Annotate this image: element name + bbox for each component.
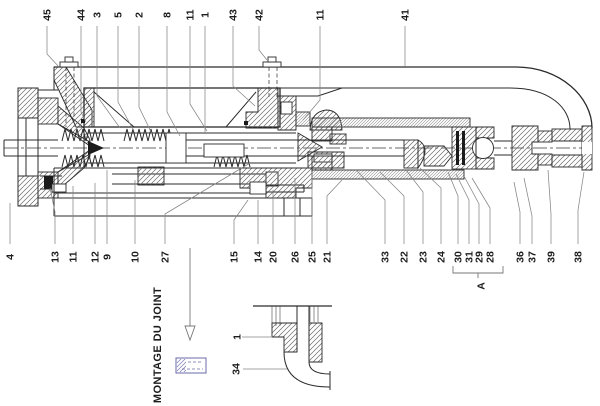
callout-label-33: 33: [380, 251, 392, 263]
callout-label-15: 15: [229, 251, 241, 263]
callout-label-11: 11: [68, 251, 80, 262]
elbow-detail: [253, 305, 332, 390]
callout-label-30: 30: [453, 251, 465, 263]
section-bracket: A: [452, 266, 504, 290]
callout-label-9: 9: [102, 254, 114, 260]
callout-leader: [189, 26, 208, 132]
callout-leader: [49, 187, 56, 244]
flange-bolt-head: [249, 181, 267, 195]
callout-label-24: 24: [436, 251, 448, 263]
callout-label-25: 25: [307, 251, 319, 263]
detail-body: [271, 322, 298, 353]
callout-label-21: 21: [322, 251, 334, 263]
callout-leader: [302, 26, 321, 121]
callout-leader: [138, 26, 153, 135]
callout-leader: [117, 26, 135, 132]
bolt-head-right: [267, 56, 277, 63]
inlet-nozzle: [3, 139, 58, 157]
bolt-washer-right: [262, 61, 282, 68]
lower-bolt: [44, 176, 53, 189]
detail-caption: MONTAGE DU JOINT: [152, 287, 164, 403]
arrow-head-icon: [184, 325, 196, 342]
spring-upper-left: [61, 128, 105, 142]
callout-label-23: 23: [418, 251, 430, 263]
callout-leader: [577, 171, 585, 244]
callouts-detail: 1 34: [231, 334, 287, 375]
callout-leader: [419, 167, 442, 244]
callout-leader: [232, 26, 256, 107]
callout-leader: [523, 177, 533, 244]
cylinder: [296, 117, 495, 180]
callout-label-3: 3: [92, 12, 104, 18]
bolt-washer-left: [59, 61, 79, 68]
piston: [403, 139, 419, 169]
bolt-head-left: [64, 56, 74, 63]
callout-label-45: 45: [42, 9, 54, 21]
callout-label-38: 38: [573, 251, 585, 263]
callout-label-5: 5: [113, 12, 125, 18]
callout-label-12: 12: [90, 251, 102, 263]
callout-label-8: 8: [162, 12, 174, 18]
section-marker-label: A: [476, 282, 488, 290]
callout-label-20: 20: [268, 251, 280, 263]
callout-leader: [463, 175, 480, 244]
bottom-flange: [239, 167, 313, 216]
callout-leader: [405, 169, 424, 244]
callout-leader: [326, 179, 343, 244]
callout-label-13: 13: [50, 251, 62, 263]
outlet-fitting: [494, 125, 593, 171]
main-cross-section: [3, 56, 593, 217]
callout-label-28: 28: [485, 251, 497, 263]
callout-leader: [233, 199, 249, 244]
delivery-tube: [509, 66, 593, 130]
callout-leader: [447, 171, 459, 244]
callout-leader: [355, 169, 386, 244]
callout-label-11: 11: [315, 9, 327, 20]
callout-leader: [258, 26, 268, 61]
callout-label-43: 43: [228, 9, 240, 21]
seal-detail: MONTAGE DU JOINT: [152, 248, 207, 403]
callout-label-14: 14: [253, 251, 265, 263]
callout-leader: [164, 162, 251, 244]
callout-leader: [80, 26, 87, 123]
callout-leader: [513, 181, 521, 244]
callout-label-10: 10: [130, 251, 142, 263]
callout-label-34: 34: [231, 363, 243, 375]
callout-label-1: 1: [232, 334, 244, 340]
callout-label-29: 29: [474, 251, 486, 263]
spring-upper-mid: [123, 128, 173, 142]
cup-seal: [423, 145, 453, 167]
callout-label-4: 4: [5, 254, 17, 260]
callout-leader: [455, 173, 470, 244]
callout-leader: [471, 177, 491, 244]
callout-leader: [46, 26, 61, 69]
callout-label-22: 22: [399, 251, 411, 263]
callout-label-27: 27: [160, 251, 172, 263]
callout-leader: [547, 169, 552, 244]
callout-leader: [96, 26, 121, 129]
elbow-tube-outer: [283, 351, 331, 388]
callout-leader: [166, 26, 181, 137]
callout-label-31: 31: [464, 251, 476, 263]
piston-shaft: [88, 132, 296, 164]
callout-label-39: 39: [546, 251, 558, 263]
callout-leader: [379, 171, 405, 244]
callout-label-37: 37: [527, 251, 539, 263]
callout-label-26: 26: [290, 251, 302, 263]
callout-label-2: 2: [134, 12, 146, 18]
pump-housing: [54, 87, 510, 169]
callout-label-41: 41: [400, 9, 412, 21]
valve-poppet: [88, 141, 104, 155]
callout-label-44: 44: [76, 9, 88, 21]
top-plate: [53, 56, 516, 128]
callout-label-1: 1: [200, 12, 212, 18]
check-ball: [472, 137, 494, 159]
callout-label-11: 11: [185, 9, 197, 20]
elbow-tube-inner: [308, 361, 331, 375]
callout-label-42: 42: [254, 9, 266, 21]
callout-label-36: 36: [515, 251, 527, 263]
